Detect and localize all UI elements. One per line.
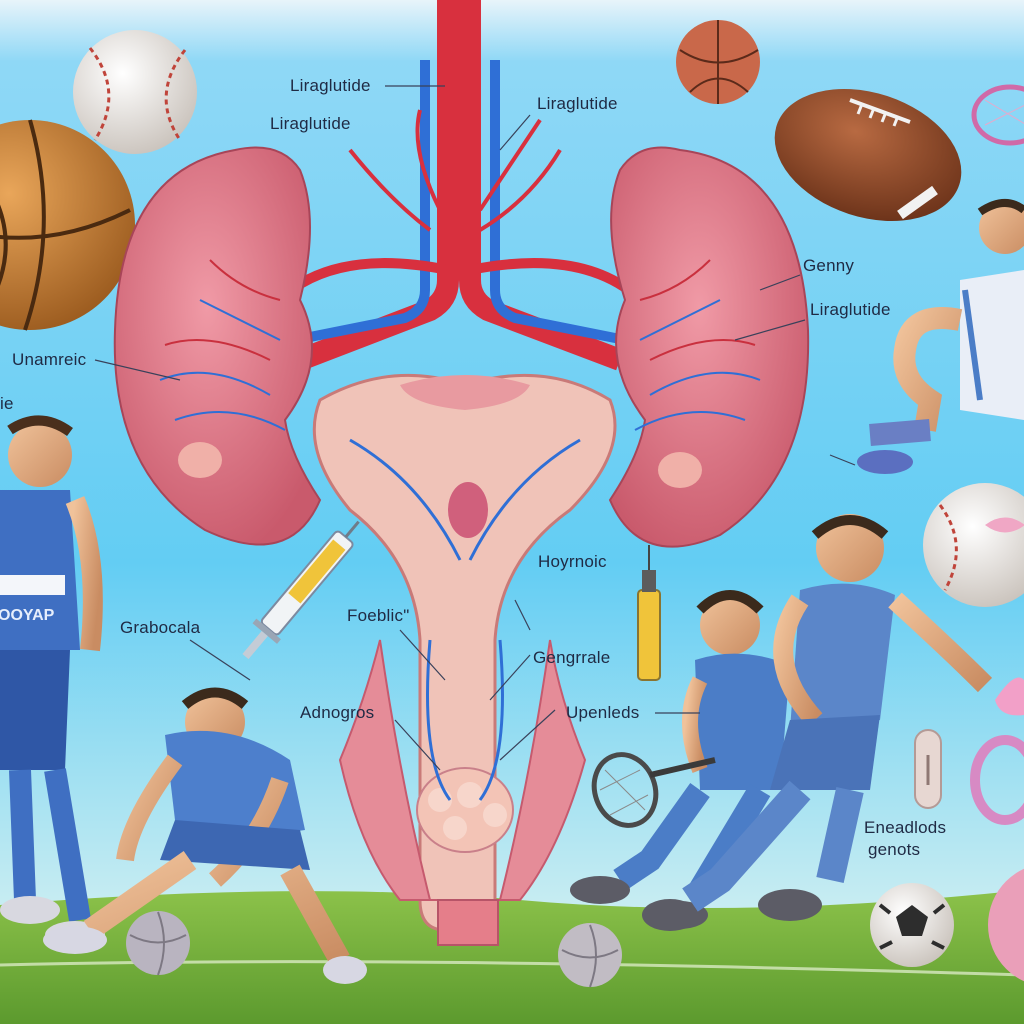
capsule-pill	[914, 729, 942, 809]
athlete-running	[642, 514, 993, 931]
basketball-left	[0, 119, 135, 331]
label-upenleds: Upenleds	[566, 703, 640, 722]
label-grabocala: Grabocala	[120, 618, 201, 637]
baseball-right	[923, 483, 1024, 607]
tennis-racket-top	[971, 84, 1024, 146]
label-liraglutide-top: Liraglutide	[290, 76, 371, 95]
label-liraglutide-side: Liraglutide	[810, 300, 891, 319]
label-eneadlods: Eneadlods	[864, 818, 947, 837]
baseball-top	[73, 30, 197, 154]
basketball-small	[676, 20, 760, 104]
leader-lines	[94, 85, 856, 771]
field-line	[0, 960, 1024, 977]
label-hoyrnoic: Hoyrnoic	[538, 552, 607, 571]
label-gengrrale: Gengrrale	[533, 648, 611, 667]
athlete-jumping	[857, 199, 1024, 474]
tennis-racket	[591, 752, 716, 828]
grass-field	[0, 890, 1024, 1024]
athlete-left-edge: OOYAP	[0, 415, 105, 949]
left-kidney	[113, 146, 322, 546]
soccer-ball-right	[870, 883, 954, 967]
right-kidney	[608, 146, 810, 548]
athlete-crouching	[43, 687, 367, 984]
jersey-text: OOYAP	[0, 607, 55, 624]
label-edge-left: ie	[0, 394, 14, 413]
pink-shoe	[995, 677, 1024, 716]
label-foeblic: Foeblic"	[347, 606, 410, 625]
label-adnogros: Adnogros	[300, 703, 375, 722]
label-genny: Genny	[803, 256, 855, 275]
pink-ball-edge	[988, 868, 1024, 982]
great-vessels	[245, 0, 675, 371]
syringe-right	[637, 545, 661, 681]
grey-ball-left	[126, 911, 190, 976]
grey-ball-center	[558, 923, 622, 988]
label-unamreic: Unamreic	[12, 350, 87, 369]
pink-ring	[970, 735, 1024, 825]
label-genots: genots	[868, 840, 921, 859]
pelvic-organ	[312, 373, 617, 946]
label-liraglutide-right: Liraglutide	[537, 94, 618, 113]
label-liraglutide-left: Liraglutide	[270, 114, 351, 133]
syringe-left	[242, 520, 360, 660]
american-football	[774, 88, 962, 222]
